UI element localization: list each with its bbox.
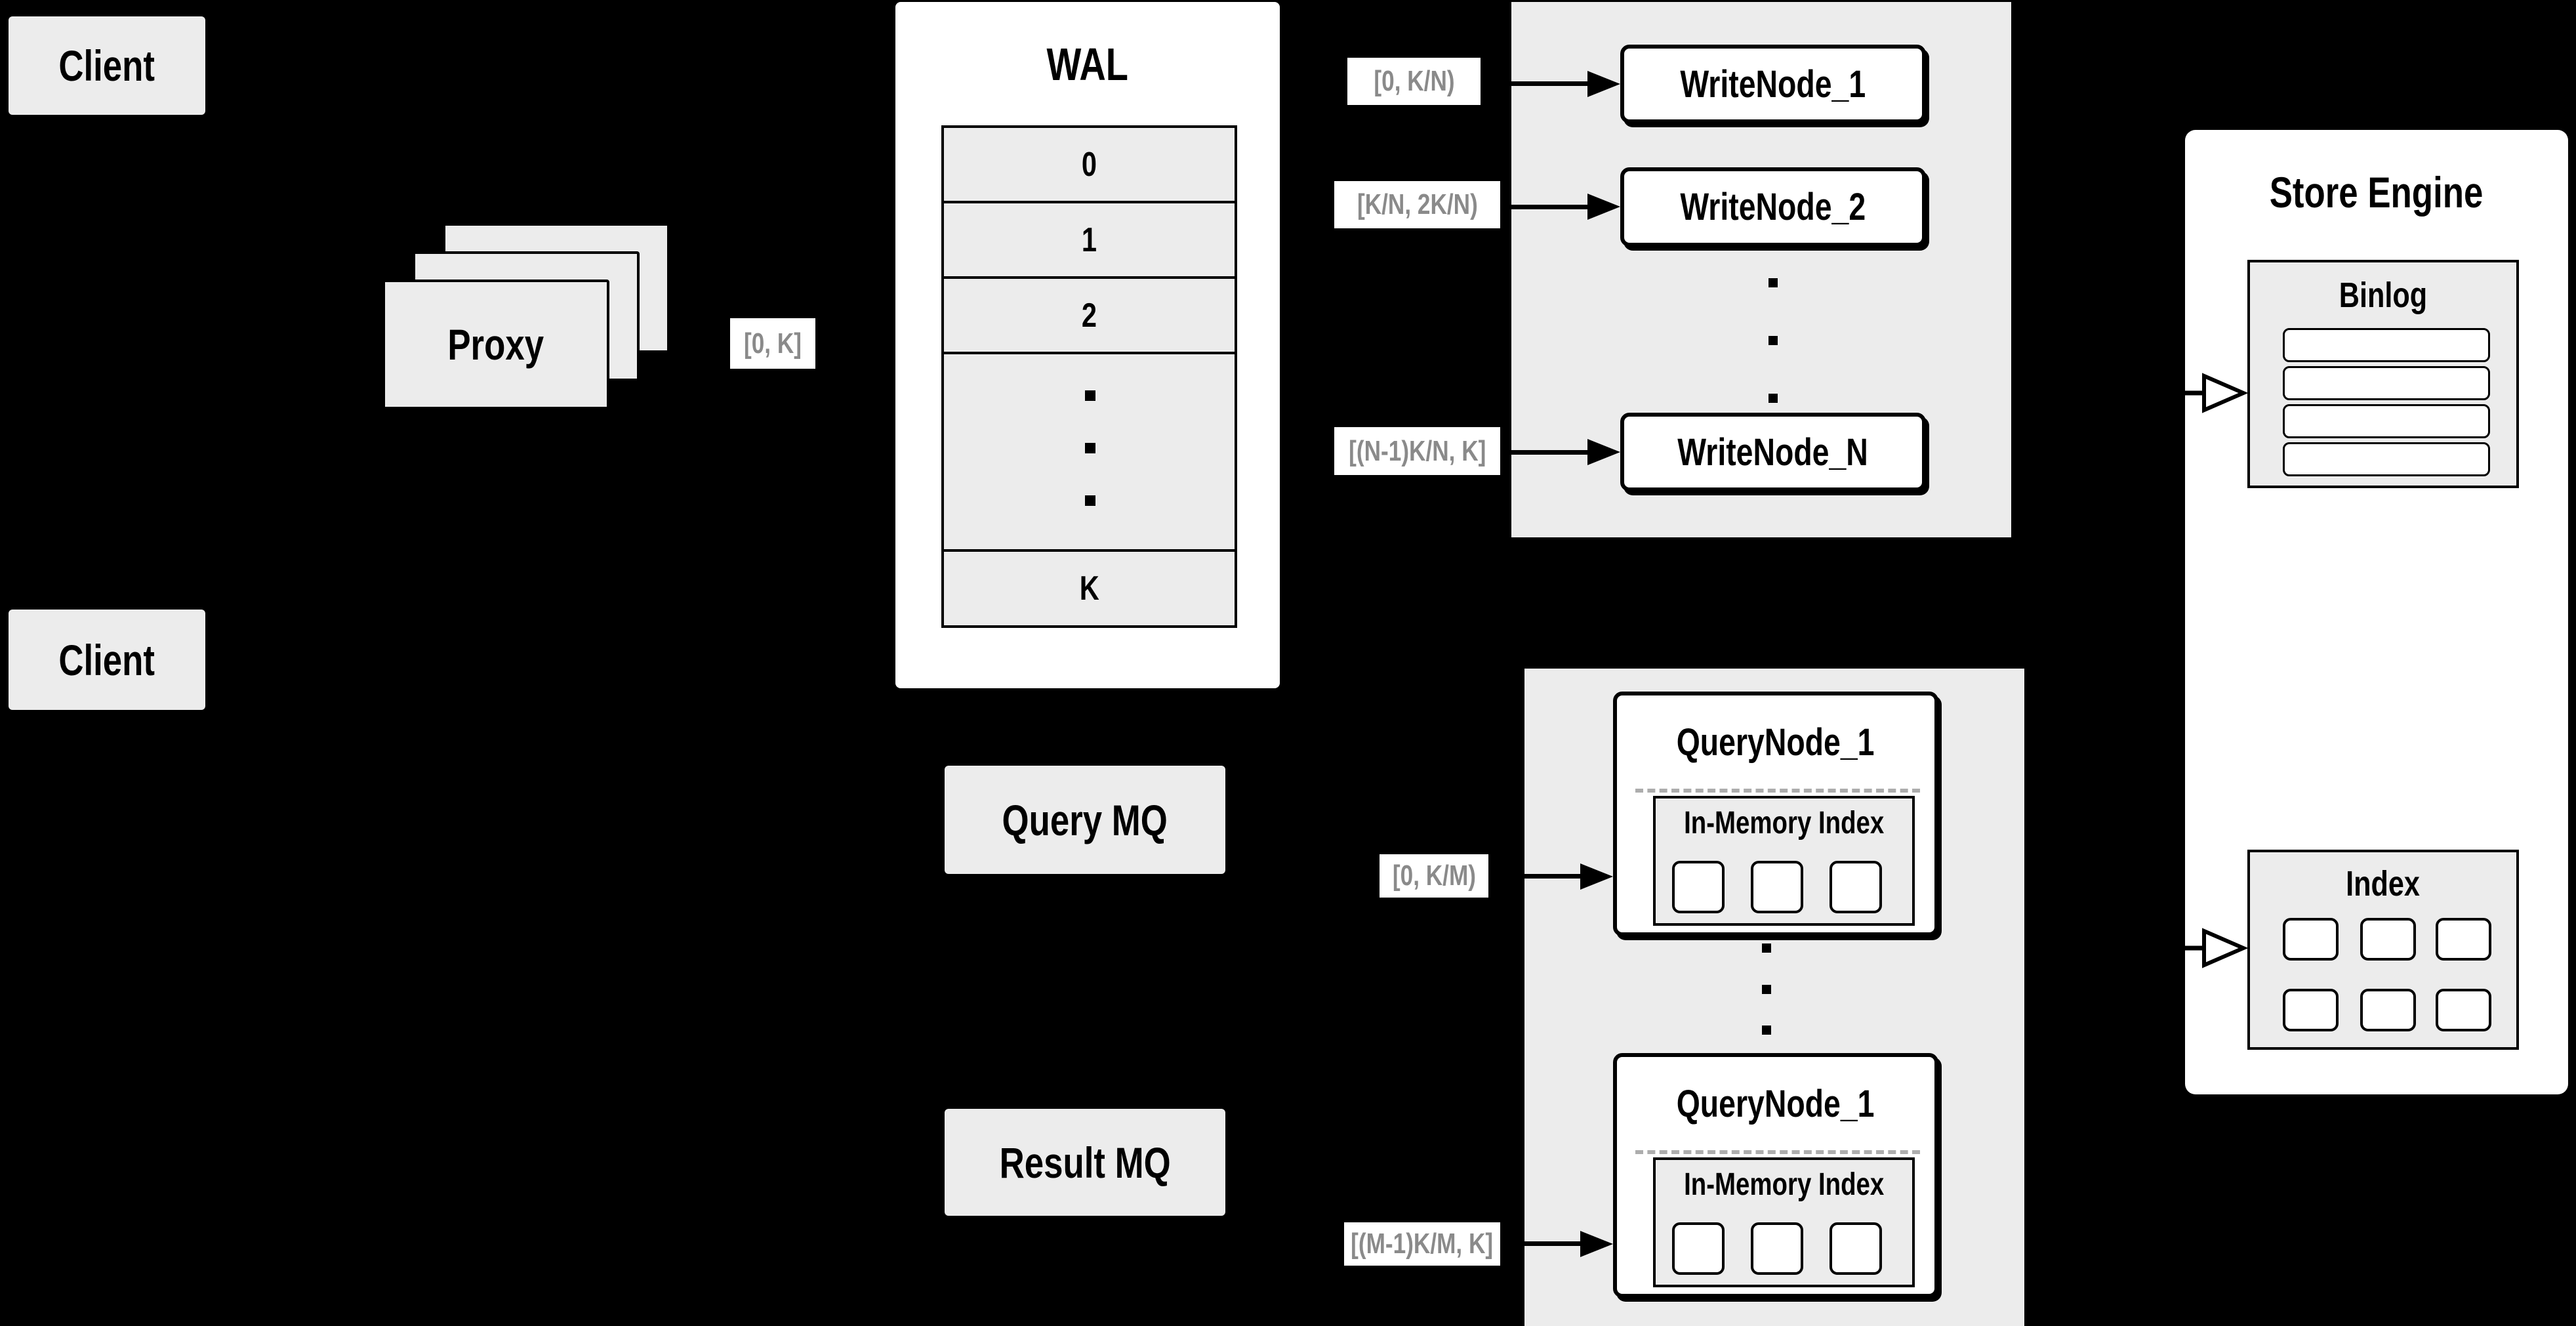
memory-segment [1672, 861, 1725, 913]
in-memory-index-box-bottom: In-Memory Index [1653, 1157, 1915, 1287]
in-memory-index-box-top: In-Memory Index [1653, 796, 1915, 926]
client-box-top: Client [9, 16, 205, 115]
wal-row-0: 0 [1081, 145, 1097, 184]
arrow-to-write-node-2 [1511, 205, 1590, 209]
client-bottom-label: Client [58, 635, 155, 684]
query-mq-box: Query MQ [945, 766, 1225, 874]
binlog-row [2283, 328, 2490, 362]
result-mq-box: Result MQ [945, 1109, 1225, 1216]
proxy-label: Proxy [447, 320, 544, 369]
range-label-m1km-k: [(M-1)K/M, K] [1344, 1222, 1500, 1266]
binlog-row [2283, 404, 2490, 438]
memory-segment [1830, 1222, 1882, 1275]
index-cell [2283, 989, 2339, 1031]
binlog-row [2283, 366, 2490, 400]
wal-panel: WAL 0 1 2 K [895, 2, 1280, 688]
memory-segment [1830, 861, 1882, 913]
wal-row-ellipsis [944, 352, 1235, 549]
in-memory-index-title: In-Memory Index [1683, 805, 1885, 840]
index-cell [2360, 918, 2416, 961]
store-engine-panel: Store Engine Binlog Index [2185, 130, 2568, 1094]
write-node-2: WriteNode_2 [1620, 167, 1926, 247]
arrow-to-query-node-top [1524, 874, 1583, 879]
in-memory-index-title: In-Memory Index [1683, 1167, 1885, 1202]
query-node-divider [1635, 789, 1920, 793]
wal-row-k: K [944, 549, 1235, 625]
arrowhead-write-node-1-icon [1587, 71, 1620, 97]
arrowhead-write-node-n-icon [1587, 439, 1620, 465]
write-node-1: WriteNode_1 [1620, 45, 1926, 123]
range-label-n1kn-k: [(N-1)K/N, K] [1334, 427, 1500, 475]
query-node-divider [1635, 1150, 1920, 1154]
index-title: Index [2346, 864, 2421, 903]
range-label-kn-2kn: [K/N, 2K/N) [1334, 181, 1500, 228]
arrowhead-query-node-top-icon [1580, 863, 1613, 890]
range-label-0-kn: [0, K/N) [1347, 58, 1481, 105]
binlog-title: Binlog [2339, 276, 2428, 315]
query-node-bottom-title: QueryNode_1 [1677, 1082, 1875, 1125]
arrow-into-binlog-icon [2162, 373, 2247, 413]
proxy-card-front: Proxy [382, 280, 609, 409]
arrow-into-index-icon [2162, 928, 2247, 968]
index-cell [2283, 918, 2339, 961]
query-node-top: QueryNode_1 In-Memory Index [1613, 692, 1938, 936]
wal-row-2: 2 [944, 276, 1235, 352]
store-engine-title: Store Engine [2270, 168, 2484, 217]
arrowhead-query-node-bottom-icon [1580, 1231, 1613, 1257]
memory-segment [1672, 1222, 1725, 1275]
range-label-0-km: [0, K/M) [1380, 854, 1488, 898]
query-node-top-title: QueryNode_1 [1677, 720, 1875, 764]
wal-log-table: 0 1 2 K [941, 125, 1237, 628]
arrow-to-write-node-n [1511, 450, 1590, 455]
wal-title: WAL [1046, 39, 1129, 90]
arrow-to-write-node-1 [1511, 81, 1590, 86]
memory-segment [1751, 1222, 1803, 1275]
write-node-n: WriteNode_N [1620, 413, 1926, 491]
binlog-box: Binlog [2247, 260, 2519, 488]
arrow-to-query-node-bottom [1524, 1241, 1583, 1246]
binlog-row [2283, 442, 2490, 476]
arrowhead-write-node-2-icon [1587, 194, 1620, 220]
memory-segment [1751, 861, 1803, 913]
index-cell [2436, 918, 2491, 961]
client-top-label: Client [58, 41, 155, 90]
index-box: Index [2247, 850, 2519, 1050]
wal-row-1: 1 [944, 201, 1235, 276]
range-label-0-k: [0, K] [730, 318, 815, 369]
index-cell [2436, 989, 2491, 1031]
index-cell [2360, 989, 2416, 1031]
query-node-bottom: QueryNode_1 In-Memory Index [1613, 1053, 1938, 1298]
client-box-bottom: Client [9, 610, 205, 710]
